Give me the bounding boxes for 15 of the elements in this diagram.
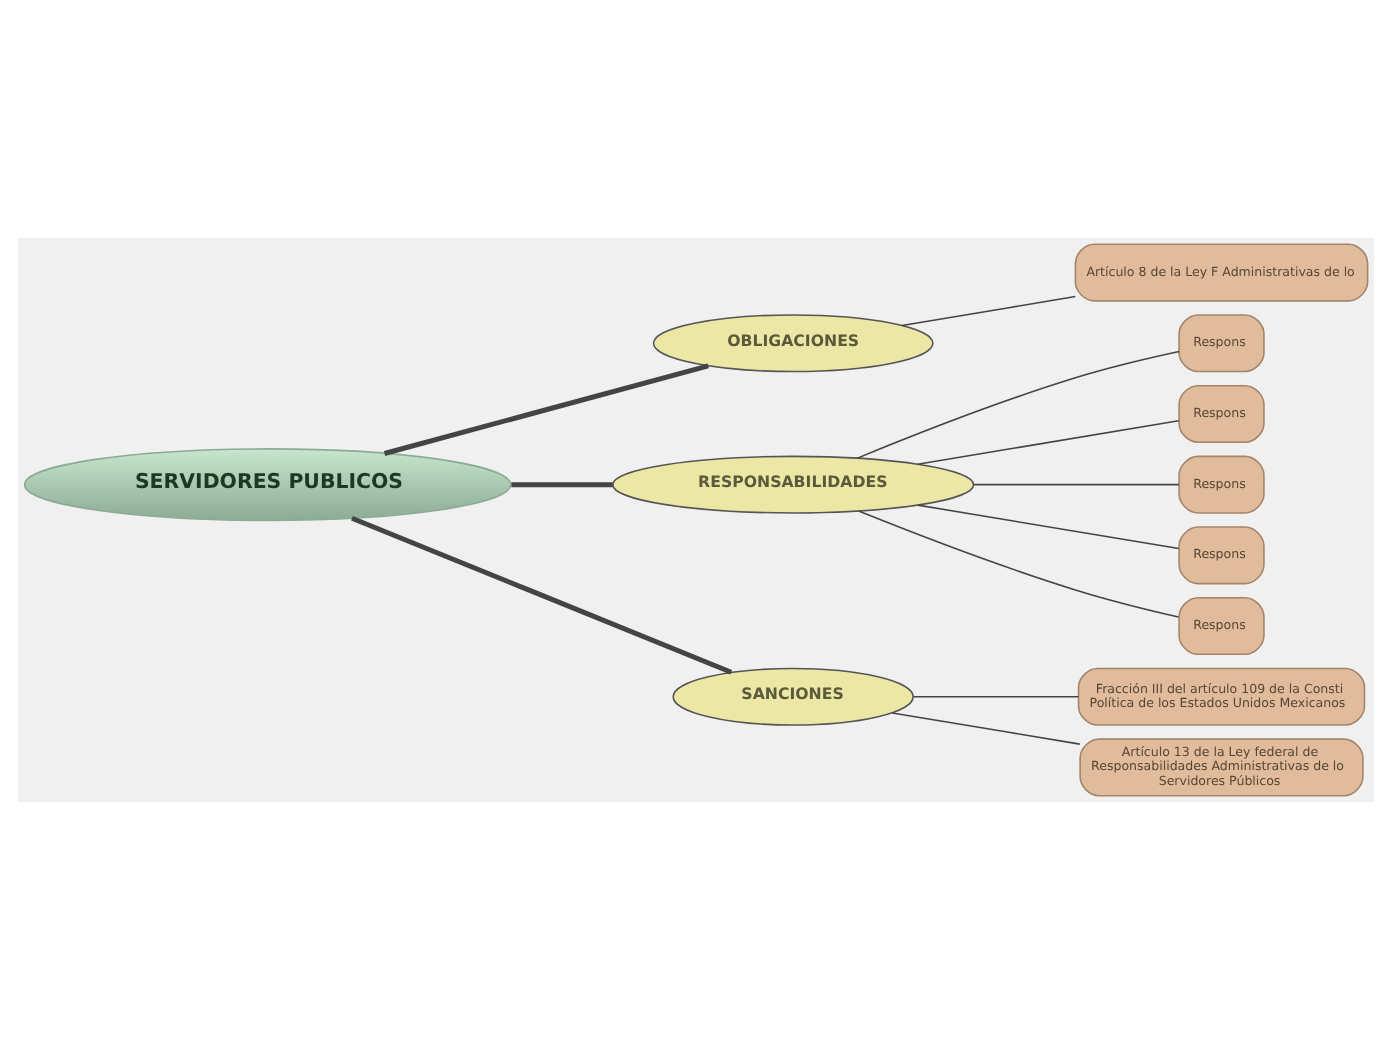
node-ellipse: SERVIDORES PUBLICOS (23, 448, 512, 522)
connector (973, 483, 1180, 486)
connector (856, 350, 1180, 459)
connector (383, 363, 709, 456)
connector (912, 695, 1080, 698)
connector (901, 295, 1077, 327)
connector (916, 420, 1180, 465)
connector (511, 482, 613, 488)
node-ellipse: OBLIGACIONES (652, 314, 934, 373)
connector (916, 504, 1180, 550)
node-ellipse: RESPONSABILIDADES (612, 455, 975, 514)
connector (857, 510, 1180, 618)
connector (891, 712, 1081, 745)
connector (351, 515, 733, 675)
node-ellipse: SANCIONES (672, 667, 914, 726)
